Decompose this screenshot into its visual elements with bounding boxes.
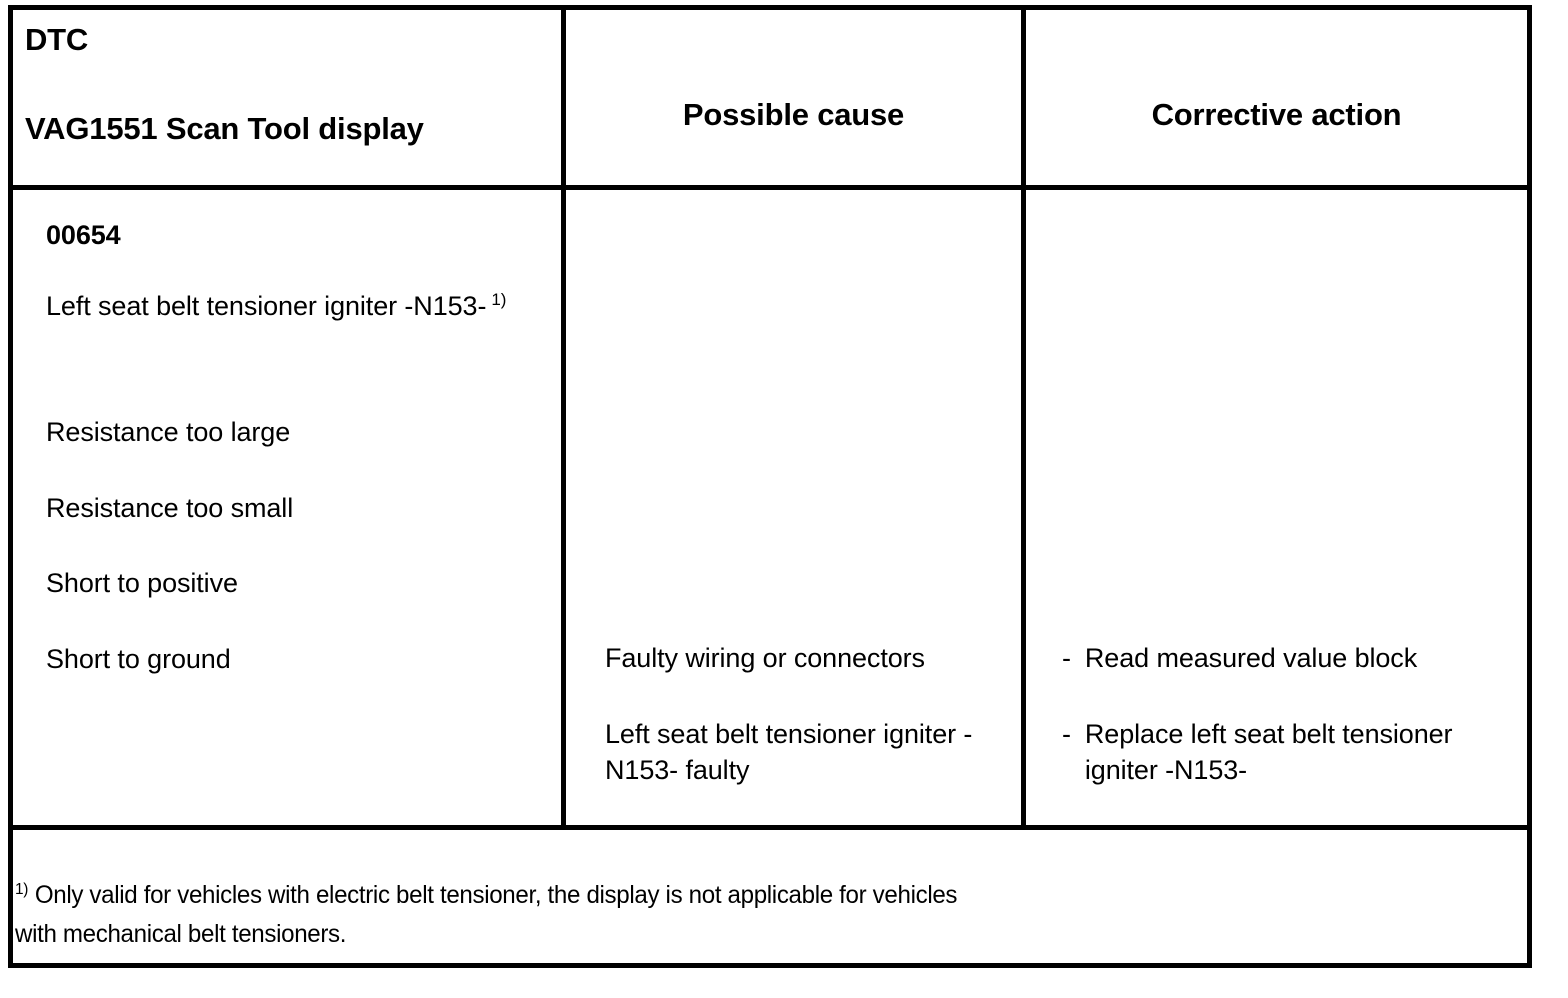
dtc-component-name-text: Left seat belt tensioner igniter -N153-: [46, 291, 487, 321]
dtc-code: 00654: [46, 220, 121, 250]
symptom-short-to-positive: Short to positive: [46, 568, 238, 598]
corrective-action-text: Read measured value block: [1084, 643, 1418, 673]
header-dtc-label: DTC: [25, 22, 89, 57]
footnote-block: 1)Only valid for vehicles with electric …: [15, 876, 1472, 954]
table-footnote-row: 1)Only valid for vehicles with electric …: [13, 830, 1527, 968]
possible-cause-item: Faulty wiring or connectors: [605, 643, 925, 673]
table-header-row: DTC VAG1551 Scan Tool display Possible c…: [13, 10, 1527, 185]
bullet-dash-icon: -: [1062, 643, 1071, 673]
footnote-separator-rule: [13, 825, 1527, 830]
header-possible-cause-label: Possible cause: [682, 97, 905, 132]
footnote-marker: 1): [15, 880, 29, 898]
symptom-short-to-ground: Short to ground: [46, 644, 231, 674]
table-body-row: 00654 Left seat belt tensioner igniter -…: [13, 190, 1527, 825]
corrective-action-text: Replace left seat belt tensioner igniter…: [1084, 719, 1453, 785]
symptom-resistance-too-large: Resistance too large: [46, 417, 291, 447]
dtc-component-footnote-marker: 1): [491, 290, 507, 309]
symptom-resistance-too-small: Resistance too small: [46, 493, 294, 523]
header-cell-possible-cause: Possible cause: [566, 10, 1021, 185]
possible-cause-item: Left seat belt tensioner igniter -N153- …: [605, 719, 973, 785]
dtc-component-name: Left seat belt tensioner igniter -N153-1…: [46, 288, 516, 324]
column-divider-1: [561, 10, 566, 830]
body-cell-dtc: 00654 Left seat belt tensioner igniter -…: [13, 190, 561, 825]
header-cell-dtc: DTC VAG1551 Scan Tool display: [13, 10, 561, 185]
header-corrective-action-label: Corrective action: [1151, 97, 1402, 132]
header-separator-rule: [13, 185, 1527, 190]
dtc-fault-table: DTC VAG1551 Scan Tool display Possible c…: [8, 5, 1532, 968]
header-cell-corrective-action: Corrective action: [1026, 10, 1527, 185]
footnote-text: Only valid for vehicles with electric be…: [15, 881, 958, 948]
bullet-dash-icon: -: [1062, 719, 1071, 749]
body-cell-corrective-action: - Read measured value block - Replace le…: [1026, 190, 1527, 825]
corrective-action-item: - Replace left seat belt tensioner ignit…: [1062, 717, 1522, 789]
column-divider-2: [1021, 10, 1026, 830]
corrective-action-item: - Read measured value block: [1062, 641, 1522, 677]
body-cell-possible-cause: Faulty wiring or connectors Left seat be…: [566, 190, 1021, 825]
header-scan-tool-display-label: VAG1551 Scan Tool display: [25, 110, 424, 146]
